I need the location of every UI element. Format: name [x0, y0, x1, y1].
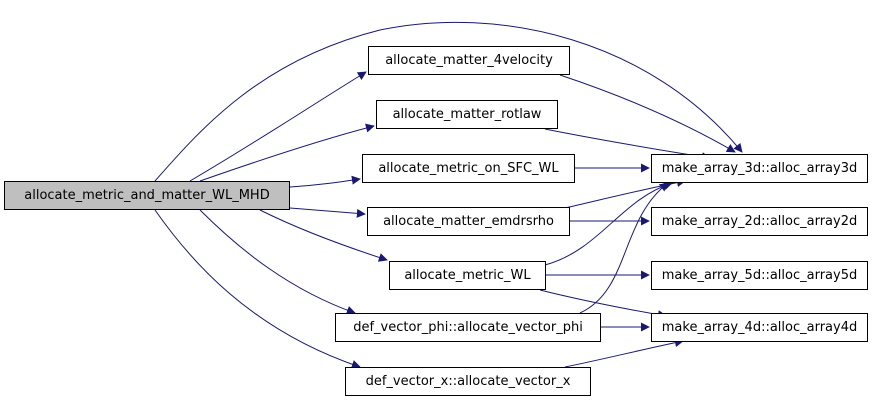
edge-metric-wl-to-array4d — [539, 289, 667, 320]
node-def-vector-phi-allocate-vector-phi[interactable]: def_vector_phi::allocate_vector_phi — [335, 313, 601, 342]
node-label: make_array_4d::alloc_array4d — [661, 320, 858, 335]
edge-root-to-matter-4velocity — [189, 71, 367, 182]
node-allocate-matter-emdrsrho[interactable]: allocate_matter_emdrsrho — [367, 207, 570, 236]
node-allocate-metric-and-matter-wl-mhd[interactable]: allocate_metric_and_matter_WL_MHD — [4, 181, 290, 210]
edge-vector-phi-to-array3d — [579, 182, 669, 314]
edge-root-to-array3d — [154, 21, 743, 182]
node-label: allocate_metric_and_matter_WL_MHD — [24, 188, 270, 203]
edge-root-to-vector-x — [154, 209, 361, 369]
edge-metric-wl-to-array3d — [544, 181, 673, 266]
edge-root-to-metric-wl — [259, 209, 388, 262]
edge-root-to-matter-emdrsrho — [289, 207, 366, 218]
node-label: allocate_matter_emdrsrho — [383, 214, 554, 229]
edge-matter-4velocity-to-array3d — [559, 74, 736, 153]
node-def-vector-x-allocate-vector-x[interactable]: def_vector_x::allocate_vector_x — [345, 367, 591, 396]
node-label: allocate_metric_on_SFC_WL — [378, 161, 559, 176]
node-allocate-metric-wl[interactable]: allocate_metric_WL — [389, 261, 546, 290]
node-make-array-3d-alloc-array3d[interactable]: make_array_3d::alloc_array3d — [651, 154, 868, 183]
node-allocate-metric-on-sfc-wl[interactable]: allocate_metric_on_SFC_WL — [362, 154, 575, 183]
node-label: def_vector_phi::allocate_vector_phi — [353, 320, 583, 335]
node-label: make_array_5d::alloc_array5d — [661, 268, 858, 283]
node-label: allocate_matter_rotlaw — [392, 107, 542, 122]
edge-root-to-vector-phi — [199, 209, 356, 315]
node-label: def_vector_x::allocate_vector_x — [365, 374, 571, 389]
node-allocate-matter-4velocity[interactable]: allocate_matter_4velocity — [368, 46, 570, 75]
node-label: make_array_2d::alloc_array2d — [661, 214, 858, 229]
node-allocate-matter-rotlaw[interactable]: allocate_matter_rotlaw — [376, 100, 558, 129]
edge-root-to-matter-rotlaw — [199, 123, 375, 182]
node-label: make_array_3d::alloc_array3d — [661, 161, 858, 176]
node-label: allocate_matter_4velocity — [385, 53, 553, 68]
node-label: allocate_metric_WL — [404, 268, 531, 283]
node-make-array-4d-alloc-array4d[interactable]: make_array_4d::alloc_array4d — [651, 313, 868, 342]
edge-root-to-metric-on-sfc — [289, 175, 361, 188]
node-make-array-5d-alloc-array5d[interactable]: make_array_5d::alloc_array5d — [651, 261, 868, 290]
node-make-array-2d-alloc-array2d[interactable]: make_array_2d::alloc_array2d — [651, 207, 868, 236]
edge-vector-x-to-array4d — [564, 338, 684, 368]
